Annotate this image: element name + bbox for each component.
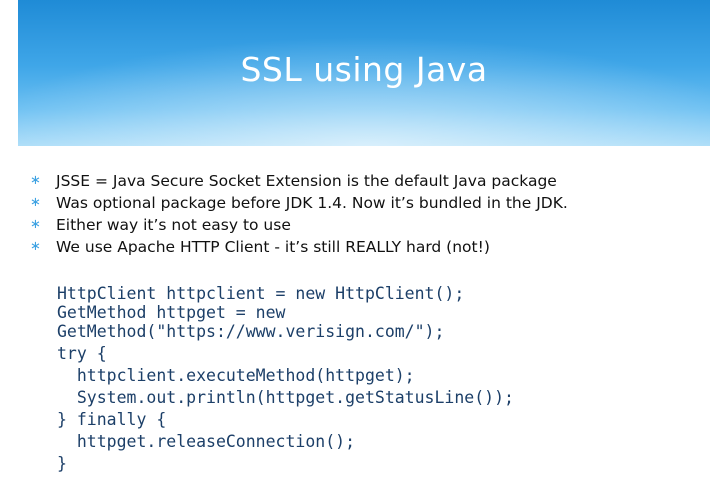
code-line: } [57, 454, 67, 473]
asterisk-bullet-icon: ∗ [30, 239, 41, 254]
bullet-text: Was optional package before JDK 1.4. Now… [56, 194, 568, 212]
code-line: HttpClient httpclient = new HttpClient()… [57, 284, 465, 303]
bullet-item: ∗ We use Apache HTTP Client - it’s still… [28, 236, 708, 258]
title-banner [18, 0, 710, 146]
slide-title: SSL using Java [240, 50, 488, 89]
bullet-text: Either way it’s not easy to use [56, 216, 291, 234]
code-line: GetMethod httpget = new [57, 303, 286, 322]
bullet-item: ∗ JSSE = Java Secure Socket Extension is… [28, 170, 708, 192]
code-line: GetMethod("https://www.verisign.com/"); [57, 322, 445, 341]
bullet-item: ∗ Either way it’s not easy to use [28, 214, 708, 236]
code-line: System.out.println(httpget.getStatusLine… [57, 388, 514, 407]
asterisk-bullet-icon: ∗ [30, 217, 41, 232]
code-line: httpget.releaseConnection(); [57, 432, 356, 451]
code-line: } finally { [57, 410, 167, 429]
code-line: httpclient.executeMethod(httpget); [57, 366, 415, 385]
bullet-text: JSSE = Java Secure Socket Extension is t… [56, 172, 557, 190]
bullet-text: We use Apache HTTP Client - it’s still R… [56, 238, 490, 256]
asterisk-bullet-icon: ∗ [30, 173, 41, 188]
bullet-item: ∗ Was optional package before JDK 1.4. N… [28, 192, 708, 214]
bullet-list: ∗ JSSE = Java Secure Socket Extension is… [28, 170, 708, 258]
code-block: HttpClient httpclient = new HttpClient()… [57, 283, 514, 475]
code-line: try { [57, 344, 107, 363]
asterisk-bullet-icon: ∗ [30, 195, 41, 210]
